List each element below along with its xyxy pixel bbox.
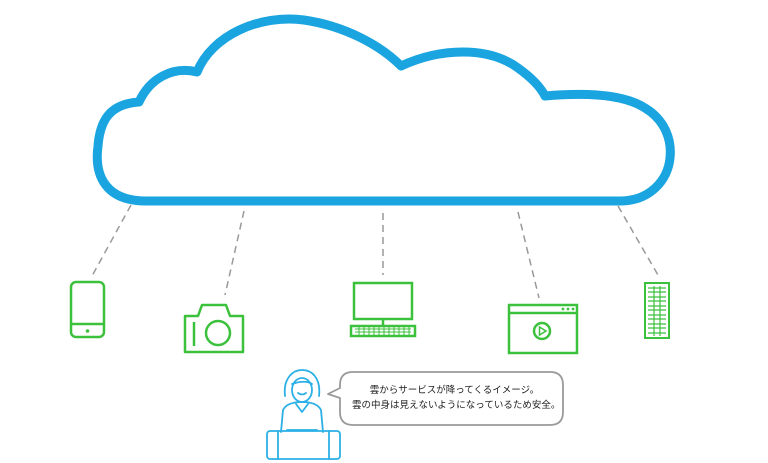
video-player-icon — [507, 303, 579, 355]
connector-line — [91, 204, 132, 277]
person-icon — [266, 369, 341, 460]
connector-line — [224, 210, 245, 296]
desktop-icon — [349, 281, 417, 338]
camera-icon — [183, 303, 245, 354]
speech-bubble-line-1: 雲からサービスが降ってくるイメージ。 — [369, 385, 540, 396]
connector-line — [517, 211, 540, 299]
speech-bubble-line-2: 雲の中身は見えないようになっているため安全。 — [352, 400, 561, 411]
speech-bubble — [327, 371, 564, 426]
connector-line — [617, 205, 659, 276]
smartphone-icon — [69, 280, 106, 339]
cloud-icon — [92, 14, 675, 206]
server-icon — [644, 282, 670, 339]
speech-bubble-text: 雲からサービスが降ってくるイメージ。 雲の中身は見えないようになっているため安全… — [352, 383, 561, 413]
